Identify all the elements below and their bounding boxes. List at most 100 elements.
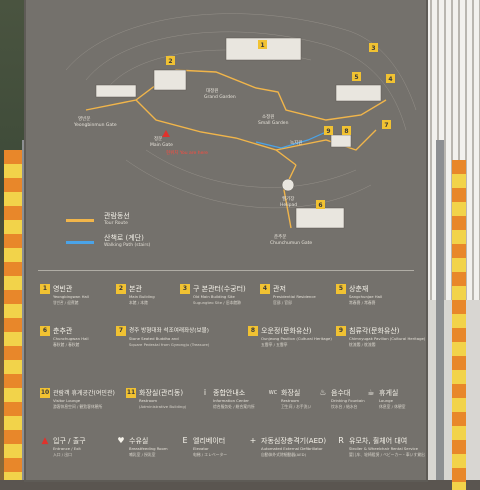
tour-route-label: 관람동선	[104, 212, 130, 220]
label-current-location: 현위치 You are here	[166, 149, 208, 156]
directory-name: 음수대	[331, 389, 351, 397]
wheelchair-icon: R	[338, 436, 344, 445]
directory-name-en: Breastfeeding Room	[129, 446, 168, 451]
directory-name-sub: 哺乳室 / 授乳室	[129, 452, 156, 457]
map-marker-4: 4	[388, 76, 392, 83]
directory-name-sub: 休息室 / 休憩室	[379, 404, 406, 409]
map-marker-6: 6	[318, 202, 322, 209]
aed-icon: +	[249, 436, 257, 445]
label-helipad: 헬기장	[282, 195, 294, 202]
info-icon: i	[203, 388, 207, 397]
map-marker-3: 3	[371, 45, 375, 52]
directory-name-sub: 영빈관 / 迎賓館	[53, 300, 79, 305]
right-barrier	[452, 160, 466, 490]
map-marker-9: 9	[326, 128, 330, 135]
directory-name-sub: (Administrative Building)	[139, 404, 187, 409]
entrance-icon: ▲	[41, 436, 49, 446]
directory-name: 춘추관	[53, 327, 73, 335]
drinking-fountain-icon: ♨	[319, 388, 327, 397]
directory-name: 구 본관터(수궁터)	[193, 285, 246, 293]
directory-name-sub: 综合服务处 / 総合案内所	[213, 404, 255, 409]
label-helipad-en: Helipad	[280, 202, 297, 208]
directory-name-en: Sangchunjae Hall	[349, 294, 383, 299]
directory-name-en: Elevator	[193, 446, 209, 451]
directory-name: 유모차, 휠체어 대여	[349, 437, 408, 445]
label-jeongmun: 정문	[154, 135, 162, 142]
directory-name-en: Visitor Lounge	[53, 398, 81, 403]
directory-name-en: Yeongbingwan Hall	[53, 294, 89, 299]
directory-number: 11	[126, 388, 136, 398]
walking-path-label: 산책로 (계단)	[104, 234, 144, 242]
nursing-room-icon: ♥	[117, 436, 125, 445]
directory-name-en: Presidential Residence	[273, 294, 316, 299]
label-daejeongwon: 대정원	[206, 87, 218, 94]
elevator-icon: E	[182, 436, 188, 445]
directory-number: 4	[260, 284, 270, 294]
sign-divider	[38, 270, 414, 271]
directory-number: 2	[116, 284, 126, 294]
directory-name-sub: 五雲亭 / 五雲亭	[261, 342, 288, 347]
directory-name-sub: 春秋館 / 春秋館	[53, 342, 80, 347]
map-marker-5: 5	[354, 74, 358, 81]
white-fence	[418, 0, 480, 300]
guide-sign: 대정원 Grand Garden 소정원 Small Garden 영빈문 Ye…	[26, 0, 426, 480]
directory-name: 관람객 휴게공간(여민관)	[53, 390, 115, 397]
directory-number: 8	[248, 326, 258, 336]
label-yeongbinmun-en: Yeongbinmun Gate	[73, 122, 117, 128]
walking-path-swatch	[66, 240, 94, 244]
directory-name-en: Lounge	[379, 398, 393, 403]
directory-name-sub: 卫生间 / お手洗い	[281, 404, 312, 409]
directory-name: 휴게실	[379, 389, 399, 397]
left-barrier	[4, 150, 22, 480]
directory-number: 6	[40, 326, 50, 336]
directory-name-en: Ounjeong Pavilion (Cultural Heritage)	[261, 336, 332, 341]
label-chunchumun-en: Chunchumun Gate	[270, 240, 312, 246]
directory-number: 10	[40, 388, 50, 398]
directory-name-sub: 入口 / 出口	[53, 452, 72, 457]
label-nokjiwon: 녹지원	[290, 139, 302, 146]
directory-name: 관저	[273, 285, 286, 293]
directory-name-sub: 官邸 / 官邸	[273, 300, 292, 305]
label-small-garden: Small Garden	[258, 120, 289, 126]
directory-name: 경주 방형대좌 석조여래좌상(보물)	[129, 328, 209, 334]
directory-number: 1	[40, 284, 50, 294]
map-marker-8: 8	[344, 128, 348, 135]
directory-name: 종합안내소	[213, 389, 246, 397]
directory-name-en: Chunchugwan Hall	[53, 336, 89, 341]
directory-name-en: Restroom	[281, 398, 300, 403]
directory-number: 7	[116, 326, 126, 336]
directory-number: 5	[336, 284, 346, 294]
site-map: 대정원 Grand Garden 소정원 Small Garden 영빈문 Ye…	[65, 13, 417, 246]
directory-name: 수유실	[129, 437, 149, 445]
directory-name: 엘리베이터	[193, 437, 226, 445]
coffee-cup-icon: ☕	[367, 388, 375, 397]
map-marker-1: 1	[260, 42, 264, 49]
map-legend: 관람동선 Tour Route 산책로 (계단) Walking Path (s…	[66, 212, 150, 256]
directory-name: 입구 / 출구	[53, 437, 86, 445]
directory-name-en: Drinking Fountain	[331, 398, 365, 403]
directory-name-sub: 游客休息空间 / 観覧客休憩所	[53, 404, 103, 409]
directory-name: 본관	[129, 285, 142, 293]
label-main-gate: Main Gate	[150, 142, 173, 148]
directory-name-en: Stone Seated Buddha and	[129, 336, 179, 341]
directory-name-sub: 枕流閣 / 枕流閣	[349, 342, 376, 347]
right-pole	[436, 140, 444, 480]
directory-name: 상춘재	[349, 285, 369, 293]
label-sojeongwon: 소정원	[262, 113, 274, 120]
directory-name-en: Automated External Defibrillator	[261, 446, 323, 451]
directory-name: 화장실(관리동)	[139, 389, 184, 397]
tour-route-label-en: Tour Route	[104, 221, 128, 226]
directory-name-sub: 婴儿车、轮椅租赁 / ベビーカー・車いす貸出	[349, 452, 425, 457]
directory-name: 오운정(문화유산)	[261, 327, 312, 335]
directory-name-sub: 电梯 / エレベーター	[193, 452, 228, 457]
tour-route-swatch	[66, 218, 94, 222]
map-marker-7: 7	[384, 122, 388, 129]
directory-number: 3	[180, 284, 190, 294]
directory-name: 자동심장충격기(AED)	[261, 437, 327, 445]
directory-name: 영빈관	[53, 285, 73, 293]
walking-path-label-en: Walking Path (stairs)	[104, 243, 151, 248]
directory-name-sub: 常春齋 / 常春齋	[349, 300, 376, 305]
restroom-icon: WC	[268, 390, 278, 396]
directory-name-sub: Square Pedestal from Gyeongju (Treasure)	[129, 342, 210, 347]
label-chunchumun: 춘추문	[274, 233, 286, 240]
